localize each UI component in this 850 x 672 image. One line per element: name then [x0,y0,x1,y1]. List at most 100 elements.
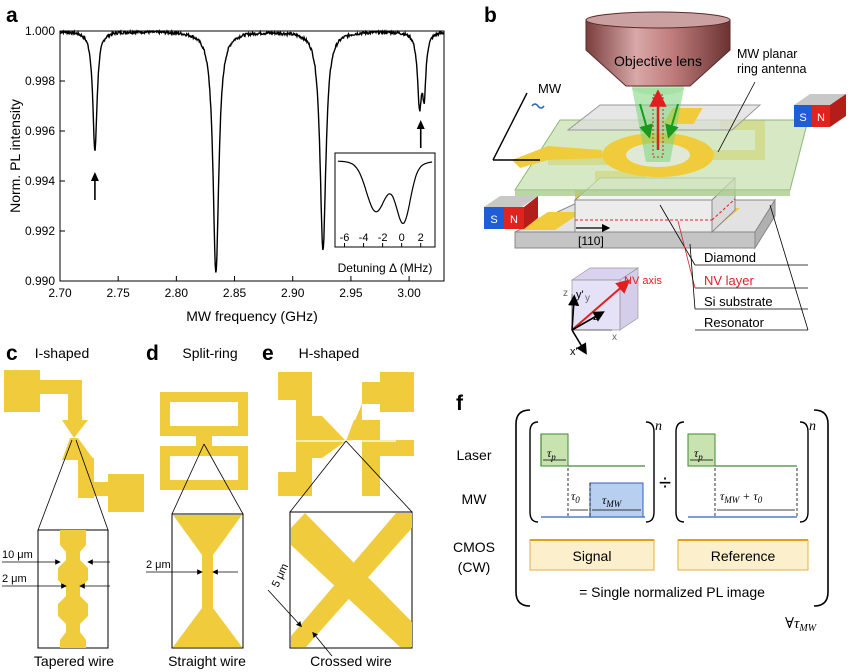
axis-x-prime: x' [570,346,578,358]
magnet-left: S N [484,196,538,229]
inset-x-tick-label: -6 [340,232,350,244]
x-axis-label: MW frequency (GHz) [186,308,317,324]
layer-si: Si substrate [704,294,773,309]
y-tick-label: 1.000 [25,24,55,38]
inset-x-tick-label: -4 [359,232,369,244]
signal-box [529,539,655,571]
axis-y-prime: y' [576,289,584,301]
axis-x: x [612,332,617,343]
y-tick-label: 0.994 [25,174,55,188]
layer-nv: NV layer [704,273,755,288]
forall-label: ∀τMW [785,616,818,634]
bracket-signal-right [645,421,655,523]
panel-label-b: b [484,4,497,27]
tapered-wire [58,530,88,648]
crossed-wire [291,513,412,647]
magnet-right-n: N [817,112,825,124]
dim-10um: 10 μm [2,549,33,561]
layer-legend: Diamond NV layer Si substrate Resonator [659,204,809,331]
tau-0-signal: τ0 [571,489,580,505]
panel-e-caption: Crossed wire [310,653,392,669]
reference-label: Reference [711,548,776,564]
panel-e: e H-shaped 5 μm Crossed wire [262,342,414,669]
signal-label: Signal [573,548,612,564]
inset-x-tick-label: -2 [378,232,388,244]
divide-sign: ÷ [659,470,671,495]
inset-line [337,160,433,225]
bracket-signal-left [529,421,539,523]
panel-c-caption: Tapered wire [34,653,114,669]
y-tick-label: 0.992 [25,224,55,238]
panel-label-f: f [456,392,464,415]
split-ring-structure [160,392,248,490]
row-label-laser: Laser [456,447,491,463]
reference-box [677,539,809,571]
result-label: = Single normalized PL image [579,584,765,600]
resonator-pad-left [520,212,582,230]
plot-frame [59,30,445,282]
lens-top [585,11,731,29]
dim-2um-c: 2 μm [2,573,27,585]
laser-pulse-ref [687,433,716,467]
pcb-edge [515,190,790,196]
layer-diamond: Diamond [704,250,756,265]
axes-cube: NV axis z y x y' z' x' [563,267,662,358]
substrate-side [754,198,776,250]
nv-axis-label: NV axis [624,275,662,287]
inset-x-label: Detuning Δ (MHz) [338,261,433,275]
panel-d: d Split-ring 2 μm Straight wire [146,342,248,669]
panel-d-caption: Straight wire [168,653,246,669]
panel-label-e: e [262,342,274,365]
x-tick-label: 2.80 [165,286,189,300]
mw-wave-icon [531,103,545,109]
mw-label: MW [538,81,562,96]
straight-wire [173,515,242,647]
panel-label-d: d [146,342,159,365]
dim-2um-d: 2 μm [146,559,171,571]
y-tick-label: 0.990 [25,274,55,288]
green-arrow-left [639,103,653,139]
tau-mw-signal: τMW [602,493,623,509]
magnet-left-n: N [510,214,518,226]
bracket-ref-left [675,421,685,523]
objective-lens-label: Objective lens [614,53,702,69]
axis-z: z [563,288,568,299]
magnet-right-s: S [799,112,806,124]
direction-label: [110] [578,234,604,248]
nv-layer-side [711,198,736,221]
i-shaped-structure [4,370,144,512]
bracket-ref-right [799,421,809,523]
tau-p-ref: τp [694,446,703,462]
x-tick-label: 2.75 [107,286,131,300]
tau-sum-ref: τMW + τ0 [720,489,763,505]
axis-y: y [585,293,590,304]
x-tick-label: 2.70 [48,286,72,300]
nv-axis-arrow [571,279,631,331]
panel-e-title: H-shaped [299,345,360,361]
y-axis-label: Norm. PL intensity [7,99,23,213]
outer-bracket-right [813,409,829,607]
diamond-front [574,199,713,233]
row-label-cmos: CMOS [453,539,495,555]
antenna-feed [512,146,602,168]
panel-f: f n n Laser MW CMOS (CW) τp τ0 τMW ÷ [453,392,829,634]
dim-5um: 5 μm [270,562,291,589]
panel-d-title: Split-ring [182,345,237,361]
dip-arrow-head [90,172,99,181]
y-tick-label: 0.998 [25,74,55,88]
laser-pulse-signal [540,433,569,467]
x-tick-label: 2.85 [223,286,247,300]
exponent-signal: n [655,419,662,434]
panel-label-a: a [6,4,18,27]
antenna-label: MW planar ring antenna [737,47,807,76]
tau-p-signal: τp [547,446,556,462]
dip-arrow-head [416,120,425,129]
panel-c: c I-shaped 10 μm 2 μm Tapered wire [2,342,144,669]
h-shaped-structure [278,372,414,496]
